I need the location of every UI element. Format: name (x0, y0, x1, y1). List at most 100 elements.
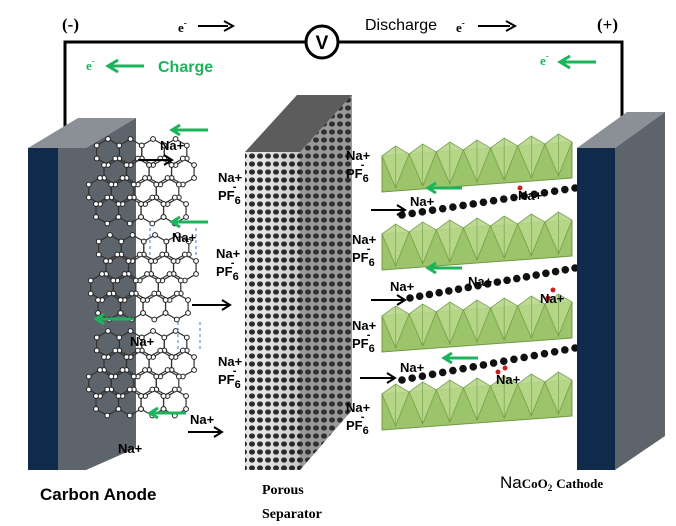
separator-label-line1: Porous (262, 483, 304, 498)
graphene-layer-icon (85, 136, 201, 419)
cobalt-site (545, 295, 551, 301)
sodium-atom (489, 196, 498, 205)
sodium-atom (459, 201, 467, 210)
sodium-atom (561, 265, 570, 274)
sodium-atom (512, 274, 521, 283)
sodium-atom (530, 351, 539, 360)
negative-terminal-label: (-) (62, 15, 79, 34)
sodium-ion-label: Na+ (496, 372, 521, 387)
electron-charge: - (462, 18, 465, 28)
sodium-ion-label: Na+ (400, 360, 425, 375)
sodium-ion-label: Na+ (160, 138, 185, 153)
charge-ion-arrow (425, 181, 462, 195)
sodium-atom (510, 355, 518, 364)
sodium-ion-label: Na+ (216, 246, 241, 261)
cobalt-site (495, 369, 501, 375)
sodium-ion-label: Na+ (468, 274, 493, 289)
pf6-ion-label: PF6- (346, 411, 369, 437)
charge-ion-arrow (147, 406, 186, 420)
external-circuit (63, 40, 624, 132)
sodium-atom (479, 198, 488, 207)
positive-terminal-label: (+) (597, 15, 618, 34)
cobalt-site (502, 365, 508, 371)
discharge-ion-arrow (188, 426, 224, 438)
anode-electrode (28, 118, 136, 470)
sodium-atom (561, 185, 569, 194)
pf6-ion-label: PF6- (346, 159, 369, 185)
charge-ion-arrow (169, 215, 208, 229)
discharge-ion-arrow (371, 294, 407, 306)
sodium-atom (520, 353, 528, 362)
sodium-atom (532, 271, 540, 279)
sodium-atom (540, 188, 549, 197)
sodium-ion-label: Na+ (346, 148, 371, 163)
cathode-word: Cathode (556, 476, 603, 491)
sodium-ion-label: Na+ (172, 230, 197, 245)
cathode-layer (381, 371, 573, 431)
graphene-sheet (85, 328, 197, 419)
sodium-atom (520, 192, 528, 200)
cathode-electrode (577, 112, 665, 470)
sodium-atom (474, 281, 482, 290)
sodium-atom (454, 285, 463, 293)
sodium-ion-label: Na+ (130, 334, 155, 349)
sodium-ion-label: Na+ (352, 318, 377, 333)
sodium-atom (499, 357, 508, 365)
charge-ion-arrow (93, 312, 134, 326)
sodium-atom (571, 344, 579, 352)
cathode-formula: CoO (522, 476, 548, 491)
sodium-atom (438, 204, 447, 213)
pf6-ion-label: PF6- (218, 181, 241, 207)
sodium-atom (499, 195, 508, 203)
svg-text:e-: e- (540, 51, 549, 68)
anode-label: Carbon Anode (40, 485, 156, 504)
pf6-ion-label: PF6- (216, 257, 239, 283)
svg-text:e-: e- (86, 56, 95, 73)
ion-labels: Na+Na+Na+Na+Na+Na+PF6-Na+PF6-Na+PF6-Na+P… (118, 138, 565, 456)
octahedral-layer-icon (381, 133, 573, 431)
charge-ion-arrow (441, 351, 478, 365)
sodium-atom (459, 364, 467, 373)
pf6-ion-label: PF6- (352, 329, 375, 355)
sodium-atom (438, 368, 447, 377)
sodium-ion-label: Na+ (190, 412, 215, 427)
sodium-ion-label: Na+ (518, 188, 543, 203)
discharge-electron-flow: e- Discharge e- (178, 17, 518, 35)
graphene-sheet (85, 136, 197, 227)
sodium-atom (464, 283, 473, 292)
cathode-layer (381, 133, 573, 193)
sodium-ion-label: Na+ (390, 279, 415, 294)
sodium-atom (398, 376, 406, 384)
graphene-sheet (87, 232, 199, 323)
sodium-atom (418, 372, 427, 381)
sodium-atom (522, 273, 531, 281)
sodium-atom (428, 206, 437, 215)
sodium-atom (408, 209, 416, 218)
discharge-ion-arrow (192, 299, 232, 311)
cobalt-site (517, 185, 523, 191)
sodium-atom (510, 193, 518, 202)
charge-ion-arrow (169, 123, 208, 137)
sodium-atom (551, 267, 560, 276)
sodium-atom (425, 290, 434, 299)
discharge-ion-arrow (138, 154, 174, 166)
sodium-atom (469, 200, 478, 208)
sodium-atom (449, 203, 457, 211)
sodium-atom (428, 370, 437, 379)
discharge-ion-arrow (360, 372, 397, 384)
sodium-atom (449, 366, 457, 375)
sodium-ion-label: Na+ (118, 441, 143, 456)
discharge-ion-arrow (371, 204, 407, 216)
cathode-na: Na (500, 473, 522, 492)
sodium-atom (530, 190, 539, 199)
sodium-atom (503, 276, 511, 285)
cathode-layer (381, 293, 573, 353)
sodium-atom (479, 361, 488, 369)
electron-charge: - (184, 18, 187, 28)
sodium-atom (550, 347, 559, 356)
charge-label: Charge (158, 59, 213, 76)
sodium-ion-label: Na+ (352, 232, 377, 247)
discharge-label: Discharge (365, 17, 437, 34)
sodium-atom (435, 288, 443, 297)
